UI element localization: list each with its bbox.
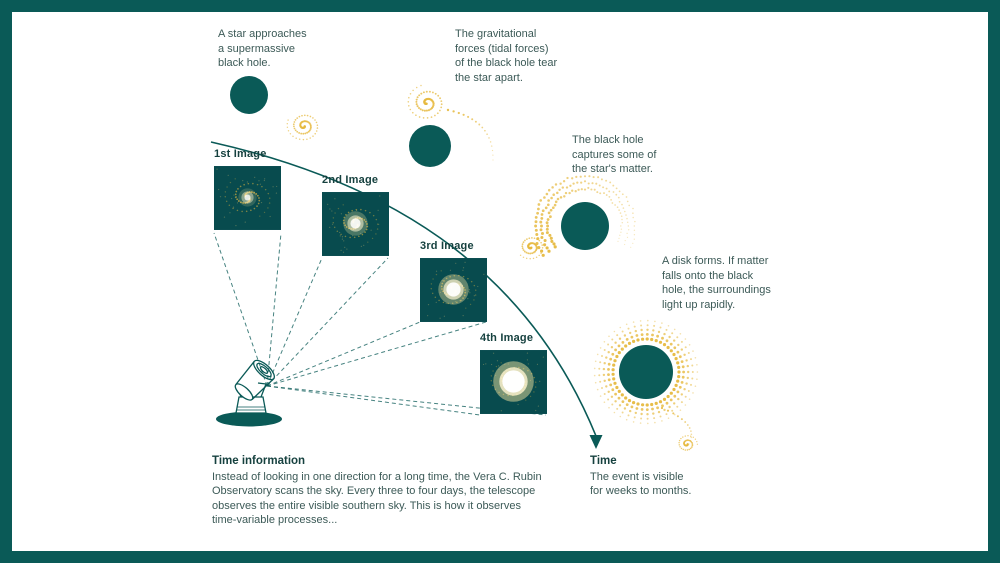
telescope-pedestal (235, 396, 267, 414)
image-label-4: 4th Image (480, 332, 534, 344)
telescope-tube-back (234, 383, 254, 401)
star-spiral-icon-1 (286, 114, 319, 141)
time-arrow-arc-icon (210, 141, 603, 449)
image-label-2: 2nd Image (322, 174, 379, 186)
image-label-3: 3rd Image (420, 240, 474, 252)
matter-stream-icon (519, 175, 636, 260)
telescope-shadow (216, 411, 282, 427)
time-information-title: Time information (212, 455, 306, 467)
image-label-1: 1st Image (214, 148, 267, 160)
observation-image-3 (420, 258, 487, 322)
caption-step-4: A disk forms. If matter falls onto the b… (662, 255, 771, 311)
observation-image-1 (214, 166, 281, 230)
time-axis-body: The event is visible for weeks to months… (590, 471, 692, 498)
caption-step-2: The gravitational forces (tidal forces) … (455, 28, 558, 84)
accretion-disk-icon (593, 319, 699, 451)
galaxy-image-2 (322, 192, 389, 256)
time-information-body: Instead of looking in one direction for … (212, 471, 542, 526)
time-axis-block: Time The event is visible for weeks to m… (590, 455, 750, 499)
galaxy-image-3 (420, 258, 487, 322)
telescope-icon (216, 359, 282, 427)
observation-image-4 (480, 350, 547, 414)
galaxy-image-1 (214, 166, 281, 230)
black-hole-icons (230, 76, 673, 399)
galaxy-image-4 (480, 350, 547, 414)
caption-step-1: A star approaches a supermassive black h… (218, 28, 307, 70)
time-axis-title: Time (590, 455, 617, 467)
star-tidal-tail-icon (407, 84, 494, 161)
time-information-block: Time information Instead of looking in o… (212, 455, 612, 527)
observation-image-2 (322, 192, 389, 256)
caption-step-3: The black hole captures some of the star… (572, 134, 657, 176)
